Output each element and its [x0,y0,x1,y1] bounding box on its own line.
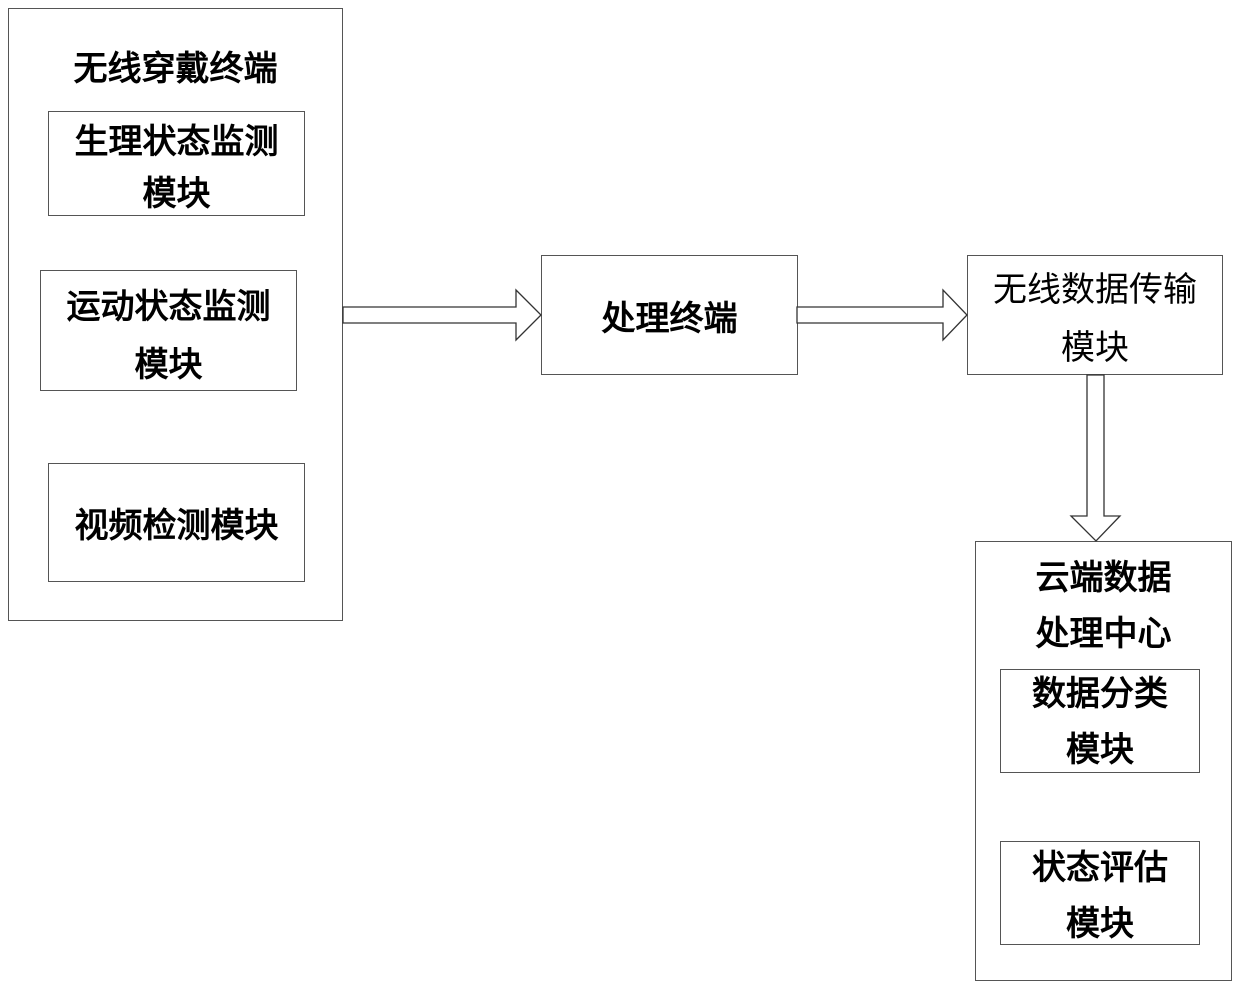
arrow-wearable-to-processing [343,290,541,340]
arrow-processing-to-wireless [797,290,967,340]
arrow-wireless-to-cloud [1071,375,1120,541]
